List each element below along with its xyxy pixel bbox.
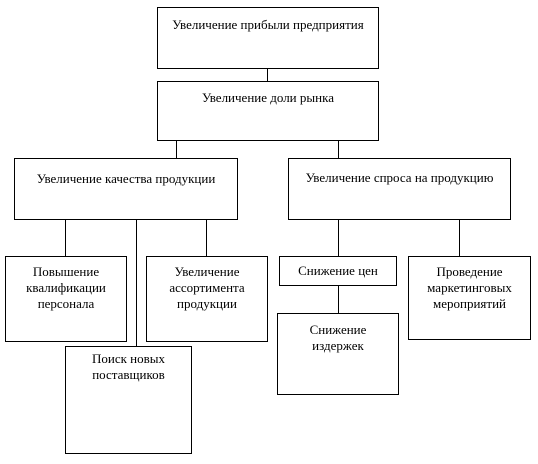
connector-quality-to-staff — [65, 219, 66, 256]
connector-market-to-demand — [338, 140, 339, 158]
connector-quality-to-assortment — [206, 219, 207, 256]
box-marketing-activities-line-1: Проведение — [436, 264, 503, 279]
box-increase-market-share-label: Увеличение доли рынка — [202, 90, 334, 105]
box-new-suppliers-line-2: поставщиков — [92, 367, 165, 382]
box-staff-qualification-line-3: персонала — [37, 296, 95, 311]
box-cost-reduction-line-2: издержек — [312, 338, 364, 353]
box-increase-demand: Увеличение спроса на продукцию — [288, 158, 511, 220]
box-cost-reduction-line-1: Снижение — [309, 322, 367, 337]
connector-demand-to-price — [338, 219, 339, 256]
box-marketing-activities-line-3: мероприятий — [433, 296, 506, 311]
box-increase-market-share: Увеличение доли рынка — [157, 81, 379, 141]
box-staff-qualification-line-1: Повышение — [32, 264, 100, 279]
box-assortment-line-2: ассортимента — [169, 280, 245, 295]
box-staff-qualification-line-2: квалификации — [26, 280, 106, 295]
box-assortment-line-3: продукции — [177, 296, 237, 311]
box-cost-reduction: Снижение издержек — [277, 313, 399, 395]
box-new-suppliers: Поиск новых поставщиков — [65, 346, 192, 454]
box-price-reduction: Снижение цен — [279, 256, 397, 286]
connector-root-to-market — [267, 68, 268, 81]
box-increase-demand-label: Увеличение спроса на продукцию — [305, 170, 494, 185]
box-price-reduction-label: Снижение цен — [298, 263, 378, 278]
box-increase-quality-label: Увеличение качества продукции — [36, 171, 216, 186]
box-staff-qualification: Повышение квалификации персонала — [5, 256, 127, 342]
connector-quality-to-suppliers — [136, 219, 137, 346]
box-assortment: Увеличение ассортимента продукции — [146, 256, 268, 342]
box-increase-profit: Увеличение прибыли предприятия — [157, 7, 379, 69]
box-assortment-line-1: Увеличение — [174, 264, 240, 279]
connector-demand-to-marketing — [459, 219, 460, 256]
box-increase-profit-label: Увеличение прибыли предприятия — [172, 17, 364, 32]
box-increase-quality: Увеличение качества продукции — [14, 158, 238, 220]
connector-price-to-costs — [338, 285, 339, 313]
box-marketing-activities-line-2: маркетинговых — [427, 280, 512, 295]
box-marketing-activities: Проведение маркетинговых мероприятий — [408, 256, 531, 340]
connector-market-to-quality — [176, 140, 177, 158]
box-new-suppliers-line-1: Поиск новых — [91, 351, 165, 366]
